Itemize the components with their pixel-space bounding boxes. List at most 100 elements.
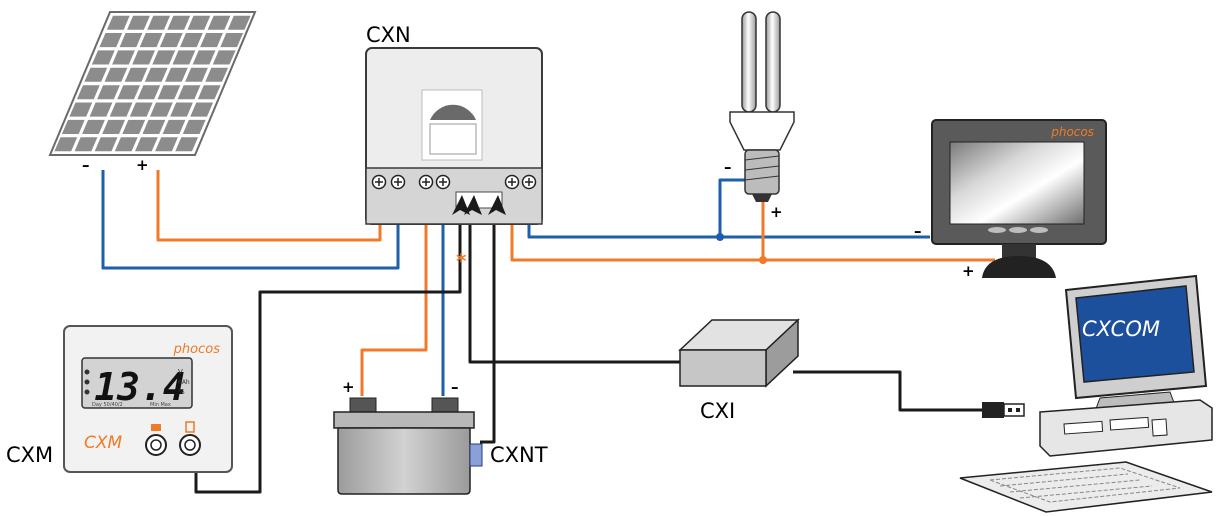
solar-cell [135,137,158,152]
controller-label: CXN [366,23,411,47]
solar-cell [142,119,166,134]
solar-cell [76,85,100,100]
solar-cell [109,102,133,117]
solar-plus-label: + [136,156,149,174]
cxm-meter: CXM phocos 13.4 V KAh % Day 50/40/2 Min … [6,325,233,473]
monitor-plus-label: + [962,262,975,280]
solar-cell [61,119,85,134]
pc-workstation: CXCOM [959,274,1213,513]
solar-panel: – + [48,11,257,174]
solar-cells [54,15,251,152]
wire-load-negative [527,190,930,239]
wire-lamp-negative [718,178,745,237]
solar-cell [152,50,176,65]
solar-cell [227,15,251,30]
solar-cell [89,102,113,117]
solar-cell [129,102,153,117]
meter-select-button[interactable] [179,434,201,456]
battery-minus-label: – [451,378,459,396]
software-label: CXCOM [1082,317,1160,341]
solar-cell [119,33,143,48]
battery: + – [333,378,475,495]
solar-cell [182,119,206,134]
solar-cell [147,15,170,30]
solar-cell [165,67,188,82]
wire-interface-cable [468,205,680,364]
meter-model-text: CXM [84,433,123,453]
star-marker: * [456,249,467,273]
wire-usb-cable [793,370,982,412]
solar-cell [104,67,128,82]
interface-label: CXI [700,399,735,423]
solar-cell [212,50,236,65]
meter-unit-v: V [178,368,183,376]
solar-cell [91,50,115,65]
wire-solar-positive [156,170,382,242]
solar-cell [159,33,183,48]
tv-monitor: phocos – + [914,119,1107,280]
lamp-minus-label: – [724,158,732,176]
solar-cell [84,67,108,82]
solar-cell [139,33,163,48]
junction-dot-blue [716,233,724,241]
solar-cell [112,50,135,65]
solar-cell [132,50,155,65]
solar-cell [190,102,214,117]
document-icon [185,421,195,433]
solar-cell [124,67,148,82]
cxi-interface: CXI [678,318,800,423]
solar-cell [162,119,186,134]
solar-cell [122,119,146,134]
solar-cell [137,85,161,100]
monitor-brand: phocos [1050,125,1094,139]
meter-bottom-right: Min Max [150,402,171,408]
usb-plug [982,402,1025,418]
solar-cell [207,15,231,30]
solar-cell [170,102,193,117]
solar-cell [117,85,140,100]
solar-cell [185,67,208,82]
solar-cell [99,33,123,48]
lamp-plus-label: + [770,203,783,221]
solar-cell [155,137,178,152]
monitor-minus-label: – [914,222,922,240]
solar-cell [127,15,150,30]
solar-cell [150,102,173,117]
solar-cell [114,137,138,152]
wire-battery-positive [360,190,428,396]
solar-cell [102,119,125,134]
connector-arrows [452,195,506,215]
solar-cell [172,50,196,65]
solar-cell [82,119,105,134]
solar-cell [157,85,181,100]
solar-cell [167,15,191,30]
meter-brand: phocos [173,342,221,357]
cxn-controller: CXN * [365,23,543,273]
wire-solar-negative [101,170,400,270]
controller-terminals [371,174,537,190]
pc-keyboard [959,461,1213,513]
meter-menu-button[interactable] [145,434,167,456]
solar-cell [54,137,78,152]
wire-sensor-cable [480,205,496,444]
solar-cell [192,50,216,65]
wire-load-positive [510,190,995,262]
solar-cell [94,137,118,152]
meter-bottom-left: Day 50/40/2 [92,402,123,408]
solar-cell [144,67,168,82]
solar-cell [97,85,120,100]
solar-cell [197,85,221,100]
meter-label: CXM [6,443,53,467]
sensor-label: CXNT [490,443,548,467]
meter-unit-kah: KAh [178,379,190,386]
battery-plus-label: + [342,378,355,396]
pc-screen [1075,285,1195,383]
solar-cell [220,33,244,48]
solar-cell [74,137,98,152]
solar-cell [177,85,201,100]
wires [101,170,995,494]
solar-cell [180,33,203,48]
meter-unit-pct: % [178,388,185,396]
solar-cell [187,15,211,30]
